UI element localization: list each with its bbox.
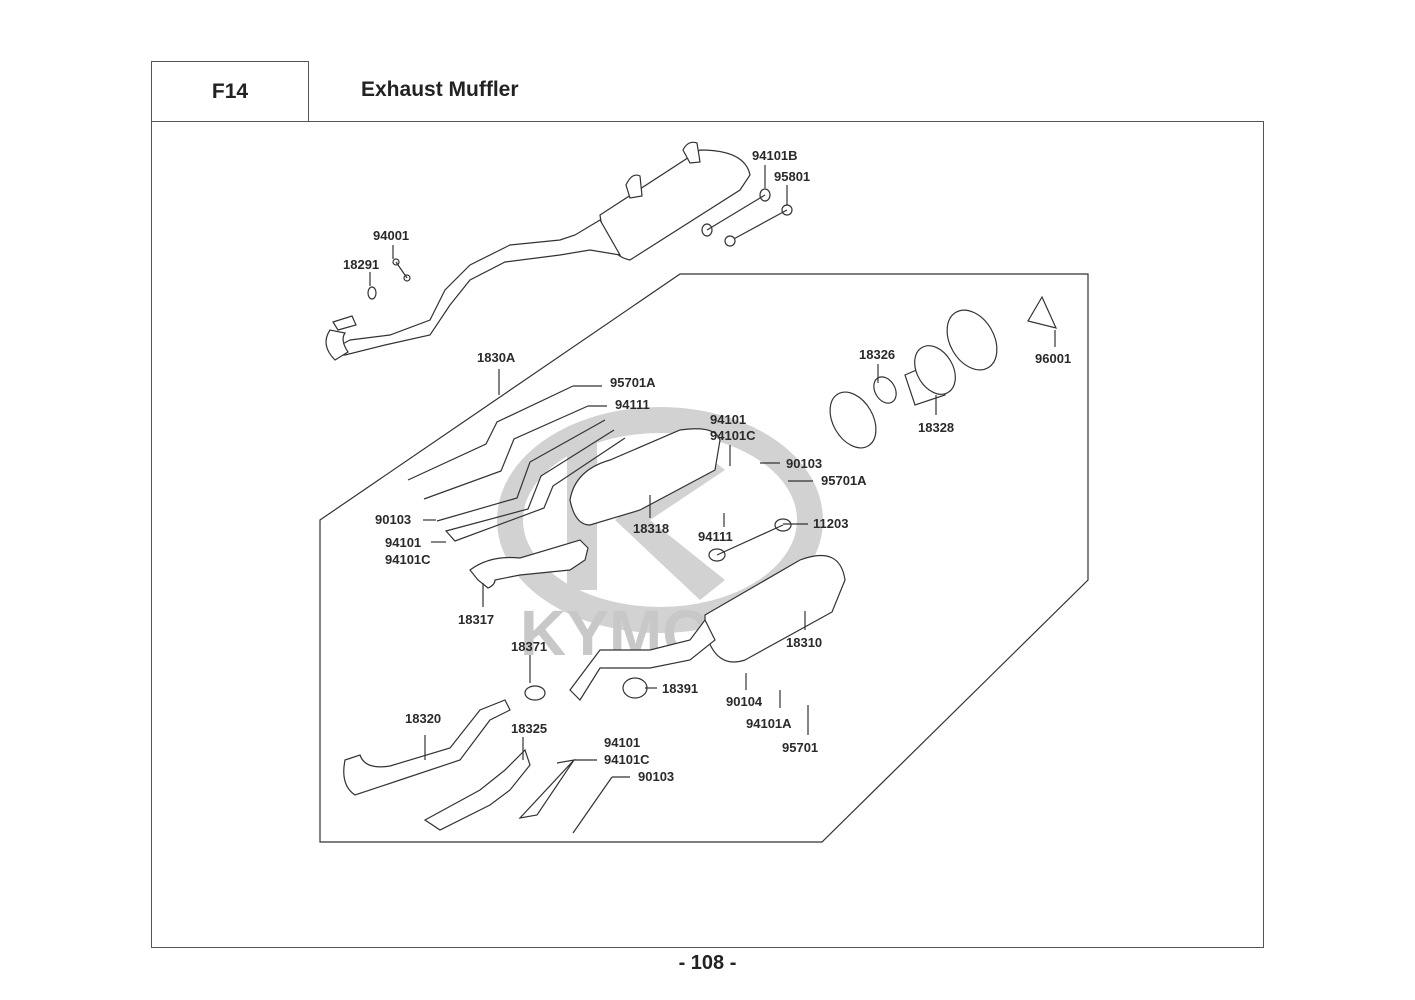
leader-lines	[423, 330, 1056, 778]
label-90104: 90104	[726, 694, 763, 709]
label-95701A-right: 95701A	[821, 473, 867, 488]
label-18318: 18318	[633, 521, 669, 536]
heat-shield-18318	[569, 428, 721, 526]
label-94101C-right: 94101C	[710, 428, 756, 443]
subassembly-boundary	[319, 273, 1089, 843]
label-94101A: 94101A	[746, 716, 792, 731]
heat-guard-18317	[469, 539, 589, 589]
label-90103-right: 90103	[786, 456, 822, 471]
label-18371: 18371	[511, 639, 547, 654]
label-18326: 18326	[859, 347, 895, 362]
pipe-18325	[423, 748, 531, 831]
clamp-18371	[524, 685, 546, 701]
label-18325: 18325	[511, 721, 547, 736]
label-94101B: 94101B	[752, 148, 798, 163]
label-94101-right: 94101	[710, 412, 746, 427]
label-95801: 95801	[774, 169, 810, 184]
label-94101-bottom: 94101	[604, 735, 640, 750]
label-96001: 96001	[1035, 351, 1071, 366]
complete-muffler-assembly	[325, 141, 751, 361]
label-95701A-left: 95701A	[610, 375, 656, 390]
muffler-body-18310	[704, 554, 846, 663]
label-95701: 95701	[782, 740, 818, 755]
shield-fasteners-left	[407, 385, 626, 542]
page-number: - 108 -	[678, 952, 737, 974]
label-94101C-bottom: 94101C	[604, 752, 650, 767]
end-cap-parts	[829, 295, 1058, 449]
label-1830A: 1830A	[477, 350, 516, 365]
label-94001: 94001	[373, 228, 409, 243]
collar-18391	[622, 677, 648, 699]
section-code-text: F14	[211, 80, 249, 103]
label-90103-bottom: 90103	[638, 769, 674, 784]
label-18320: 18320	[405, 711, 441, 726]
label-18328: 18328	[918, 420, 954, 435]
label-18310: 18310	[786, 635, 822, 650]
muffler-inlet-pipe	[569, 618, 716, 701]
diagram-frame	[151, 121, 1264, 948]
label-94111-left: 94111	[615, 397, 650, 412]
label-94101C-left: 94101C	[385, 552, 431, 567]
label-18291: 18291	[343, 257, 379, 272]
section-code: F14	[151, 61, 309, 122]
label-18317: 18317	[458, 612, 494, 627]
label-90103-left: 90103	[375, 512, 411, 527]
header-pipe-18320	[343, 699, 511, 796]
label-94101-left: 94101	[385, 535, 421, 550]
label-11203: 11203	[813, 516, 848, 531]
label-18391: 18391	[662, 681, 698, 696]
top-hardware	[367, 165, 793, 300]
page-title: Exhaust Muffler	[361, 78, 519, 101]
label-94111-right: 94111	[698, 529, 733, 544]
